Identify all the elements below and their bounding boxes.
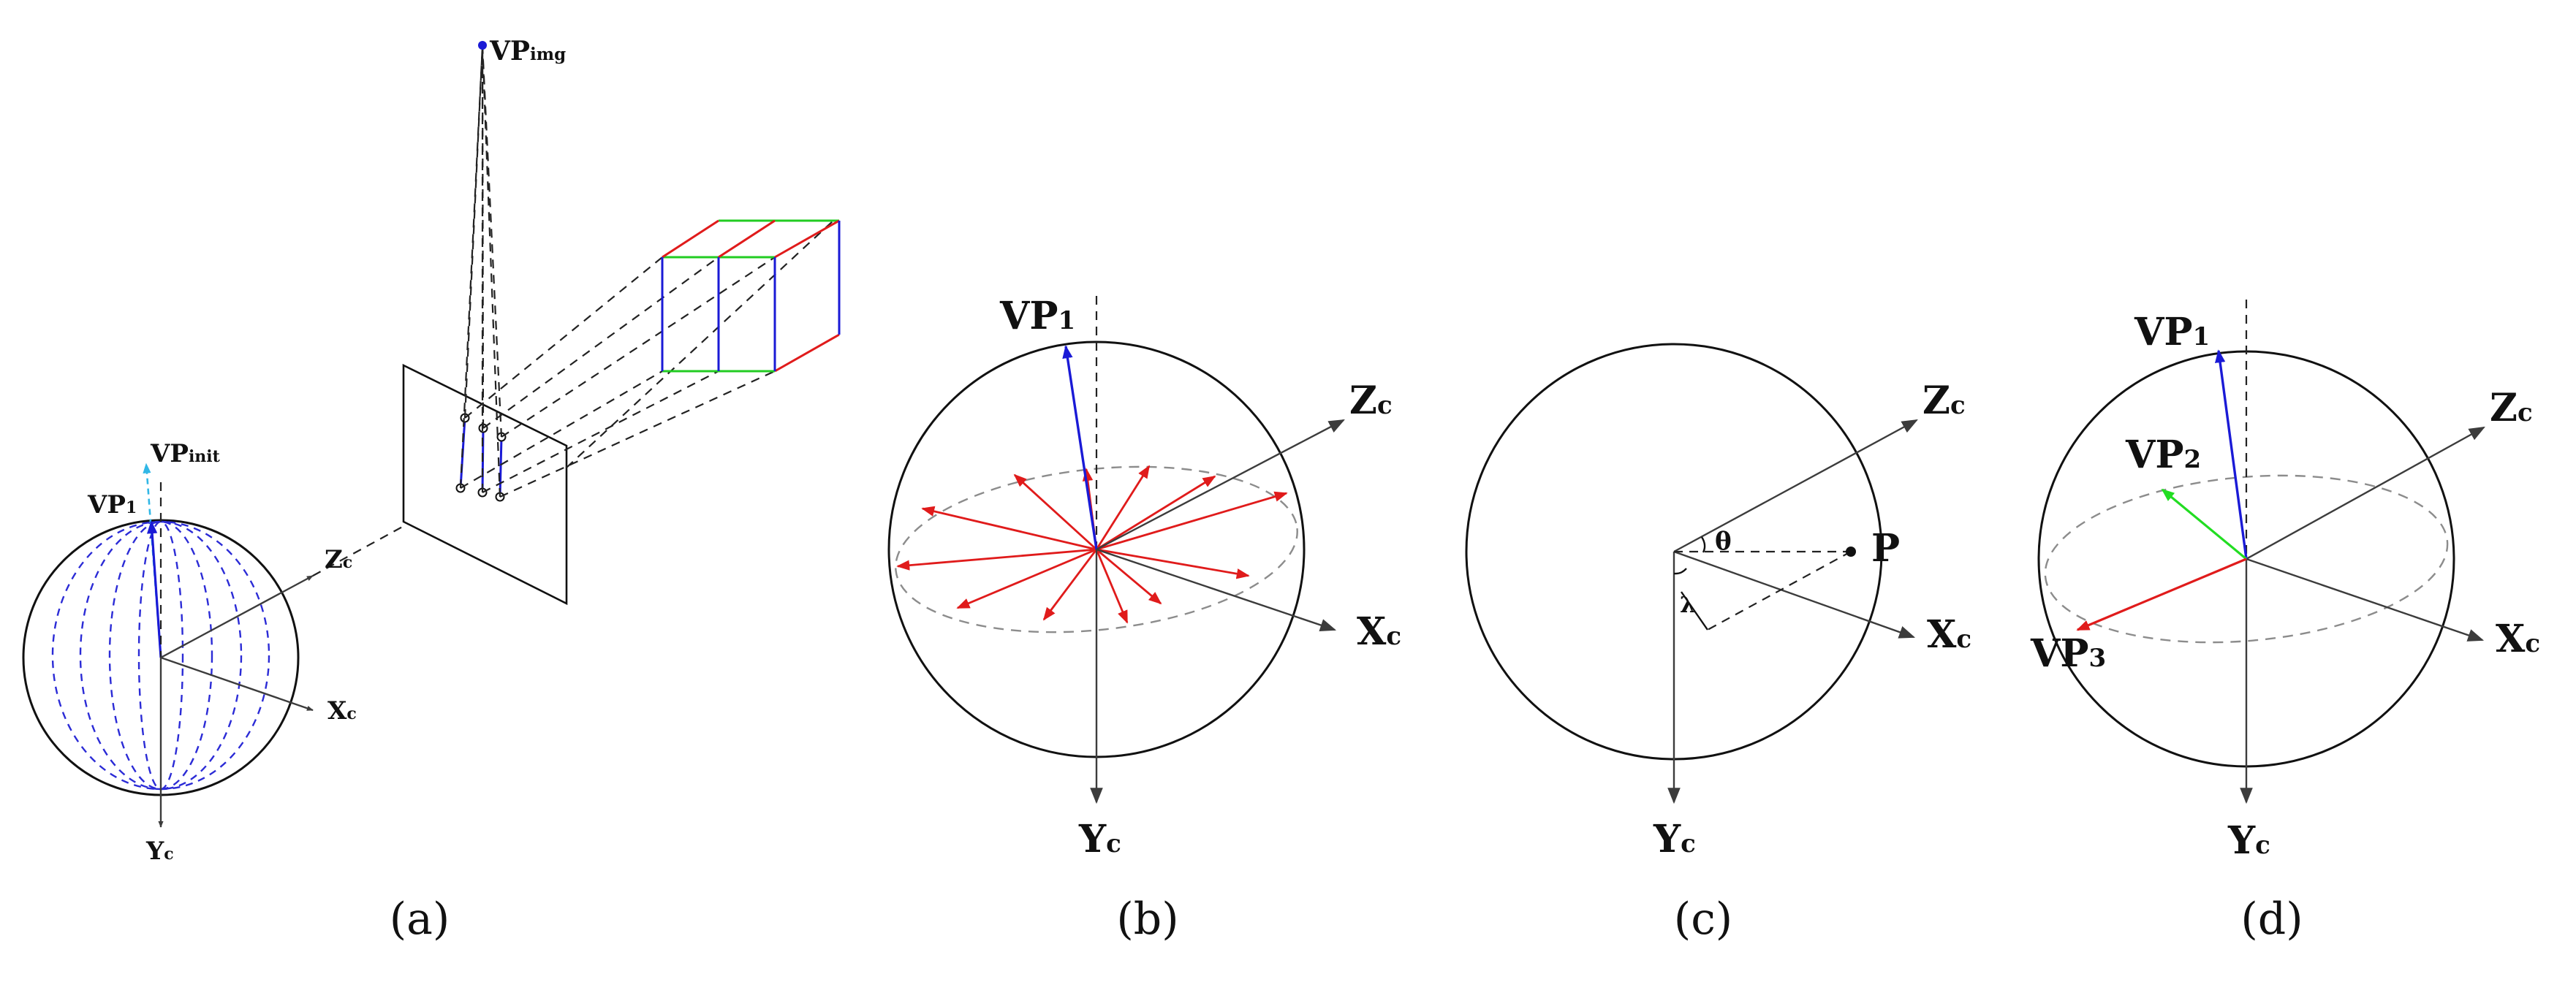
panel-b: VP1 Zc Xc Yc (b) (887, 294, 1401, 945)
panel-d-axis-z (2246, 426, 2485, 560)
panel-a-vp-init-label: VPinit (150, 439, 221, 468)
panel-c-p-label: P (1871, 526, 1900, 571)
panel-b-ray (1096, 491, 1288, 551)
panel-d-equator (2044, 474, 2449, 644)
panel-a-box (661, 219, 841, 373)
panel-c-zc-label: Zc (1922, 378, 1966, 423)
panel-b-vp1-label: VP1 (999, 294, 1075, 338)
panel-c-p-drop (1707, 551, 1852, 631)
panel-a-vp1-label: VP1 (87, 490, 137, 519)
panel-b-axis-x (1096, 548, 1337, 632)
panel-d-xc-label: Xc (2496, 617, 2540, 661)
panel-b-caption: (b) (1116, 894, 1178, 945)
panel-c-lambda-arc (1673, 568, 1687, 575)
panel-b-zc-label: Zc (1349, 378, 1393, 423)
panel-c: θ λ P Zc Xc Yc (c) (1465, 343, 1971, 945)
panel-a-yc-label: Yc (145, 837, 174, 866)
panel-d: VP1 VP2 VP3 Zc Xc Yc (d) (2030, 300, 2540, 945)
panel-d-yc-label: Yc (2227, 818, 2270, 863)
panel-b-candidate-rays (896, 465, 1288, 624)
panel-d-vp2-arrow (2161, 488, 2248, 560)
panel-b-ray (921, 506, 1097, 551)
panel-b-ray (896, 548, 1097, 571)
panel-a-axis-z (160, 574, 314, 659)
panel-d-vp3-arrow (2076, 557, 2247, 631)
panel-c-lambda-label: λ (1680, 593, 1695, 618)
panel-b-axis-z (1096, 419, 1345, 551)
panel-a-xc-label: Xc (327, 696, 357, 726)
panel-a-vp1-arrow (146, 520, 162, 658)
panel-b-ray (1096, 548, 1250, 579)
panel-c-axis-z (1673, 419, 1918, 553)
panel-a-caption: (a) (390, 894, 450, 945)
panel-d-vp1-arrow (2215, 349, 2248, 560)
panel-c-lambda-edge (1681, 591, 1708, 631)
panel-a-vp-img-rays (459, 45, 503, 498)
panel-a-zc-label: Zc (325, 545, 352, 574)
panel-a-axis-x (160, 656, 314, 712)
panel-c-caption: (c) (1674, 894, 1732, 945)
panel-b-ray (1096, 548, 1162, 605)
panel-b-xc-label: Xc (1357, 609, 1401, 654)
panel-c-theta-label: θ (1715, 527, 1732, 556)
panel-a-vp-img-label: VPimg (489, 36, 566, 66)
panel-d-caption: (d) (2240, 894, 2303, 945)
panel-d-vp3-label: VP3 (2030, 631, 2106, 676)
panel-a-vp-img-point (478, 41, 487, 50)
panel-b-yc-label: Yc (1078, 817, 1121, 861)
panel-b-ray (956, 548, 1097, 609)
panel-a-image-plane (402, 363, 568, 606)
panel-c-axis-x (1673, 550, 1916, 639)
panel-c-xc-label: Xc (1927, 612, 1971, 657)
panel-b-ray (1096, 475, 1216, 551)
panel-d-axis-x (2246, 557, 2485, 642)
panel-a: VPimg VPinit VP1 Zc Xc Yc (a) (22, 36, 841, 945)
panel-b-vp1-arrow (1062, 345, 1098, 550)
panel-b-ray (1095, 465, 1151, 550)
panel-d-zc-label: Zc (2490, 386, 2533, 430)
panel-c-yc-label: Yc (1653, 817, 1696, 861)
panel-d-vp1-label: VP1 (2134, 310, 2210, 354)
panel-b-ray (1095, 549, 1129, 624)
panel-c-theta-arc (1700, 536, 1706, 553)
panel-a-projection-rays (460, 220, 834, 498)
panel-d-vp2-label: VP2 (2125, 433, 2201, 477)
panel-b-ray (1042, 549, 1098, 621)
panel-b-equator (895, 465, 1298, 633)
panel-b-ray (1013, 473, 1097, 551)
panel-c-point-p (1846, 547, 1856, 557)
